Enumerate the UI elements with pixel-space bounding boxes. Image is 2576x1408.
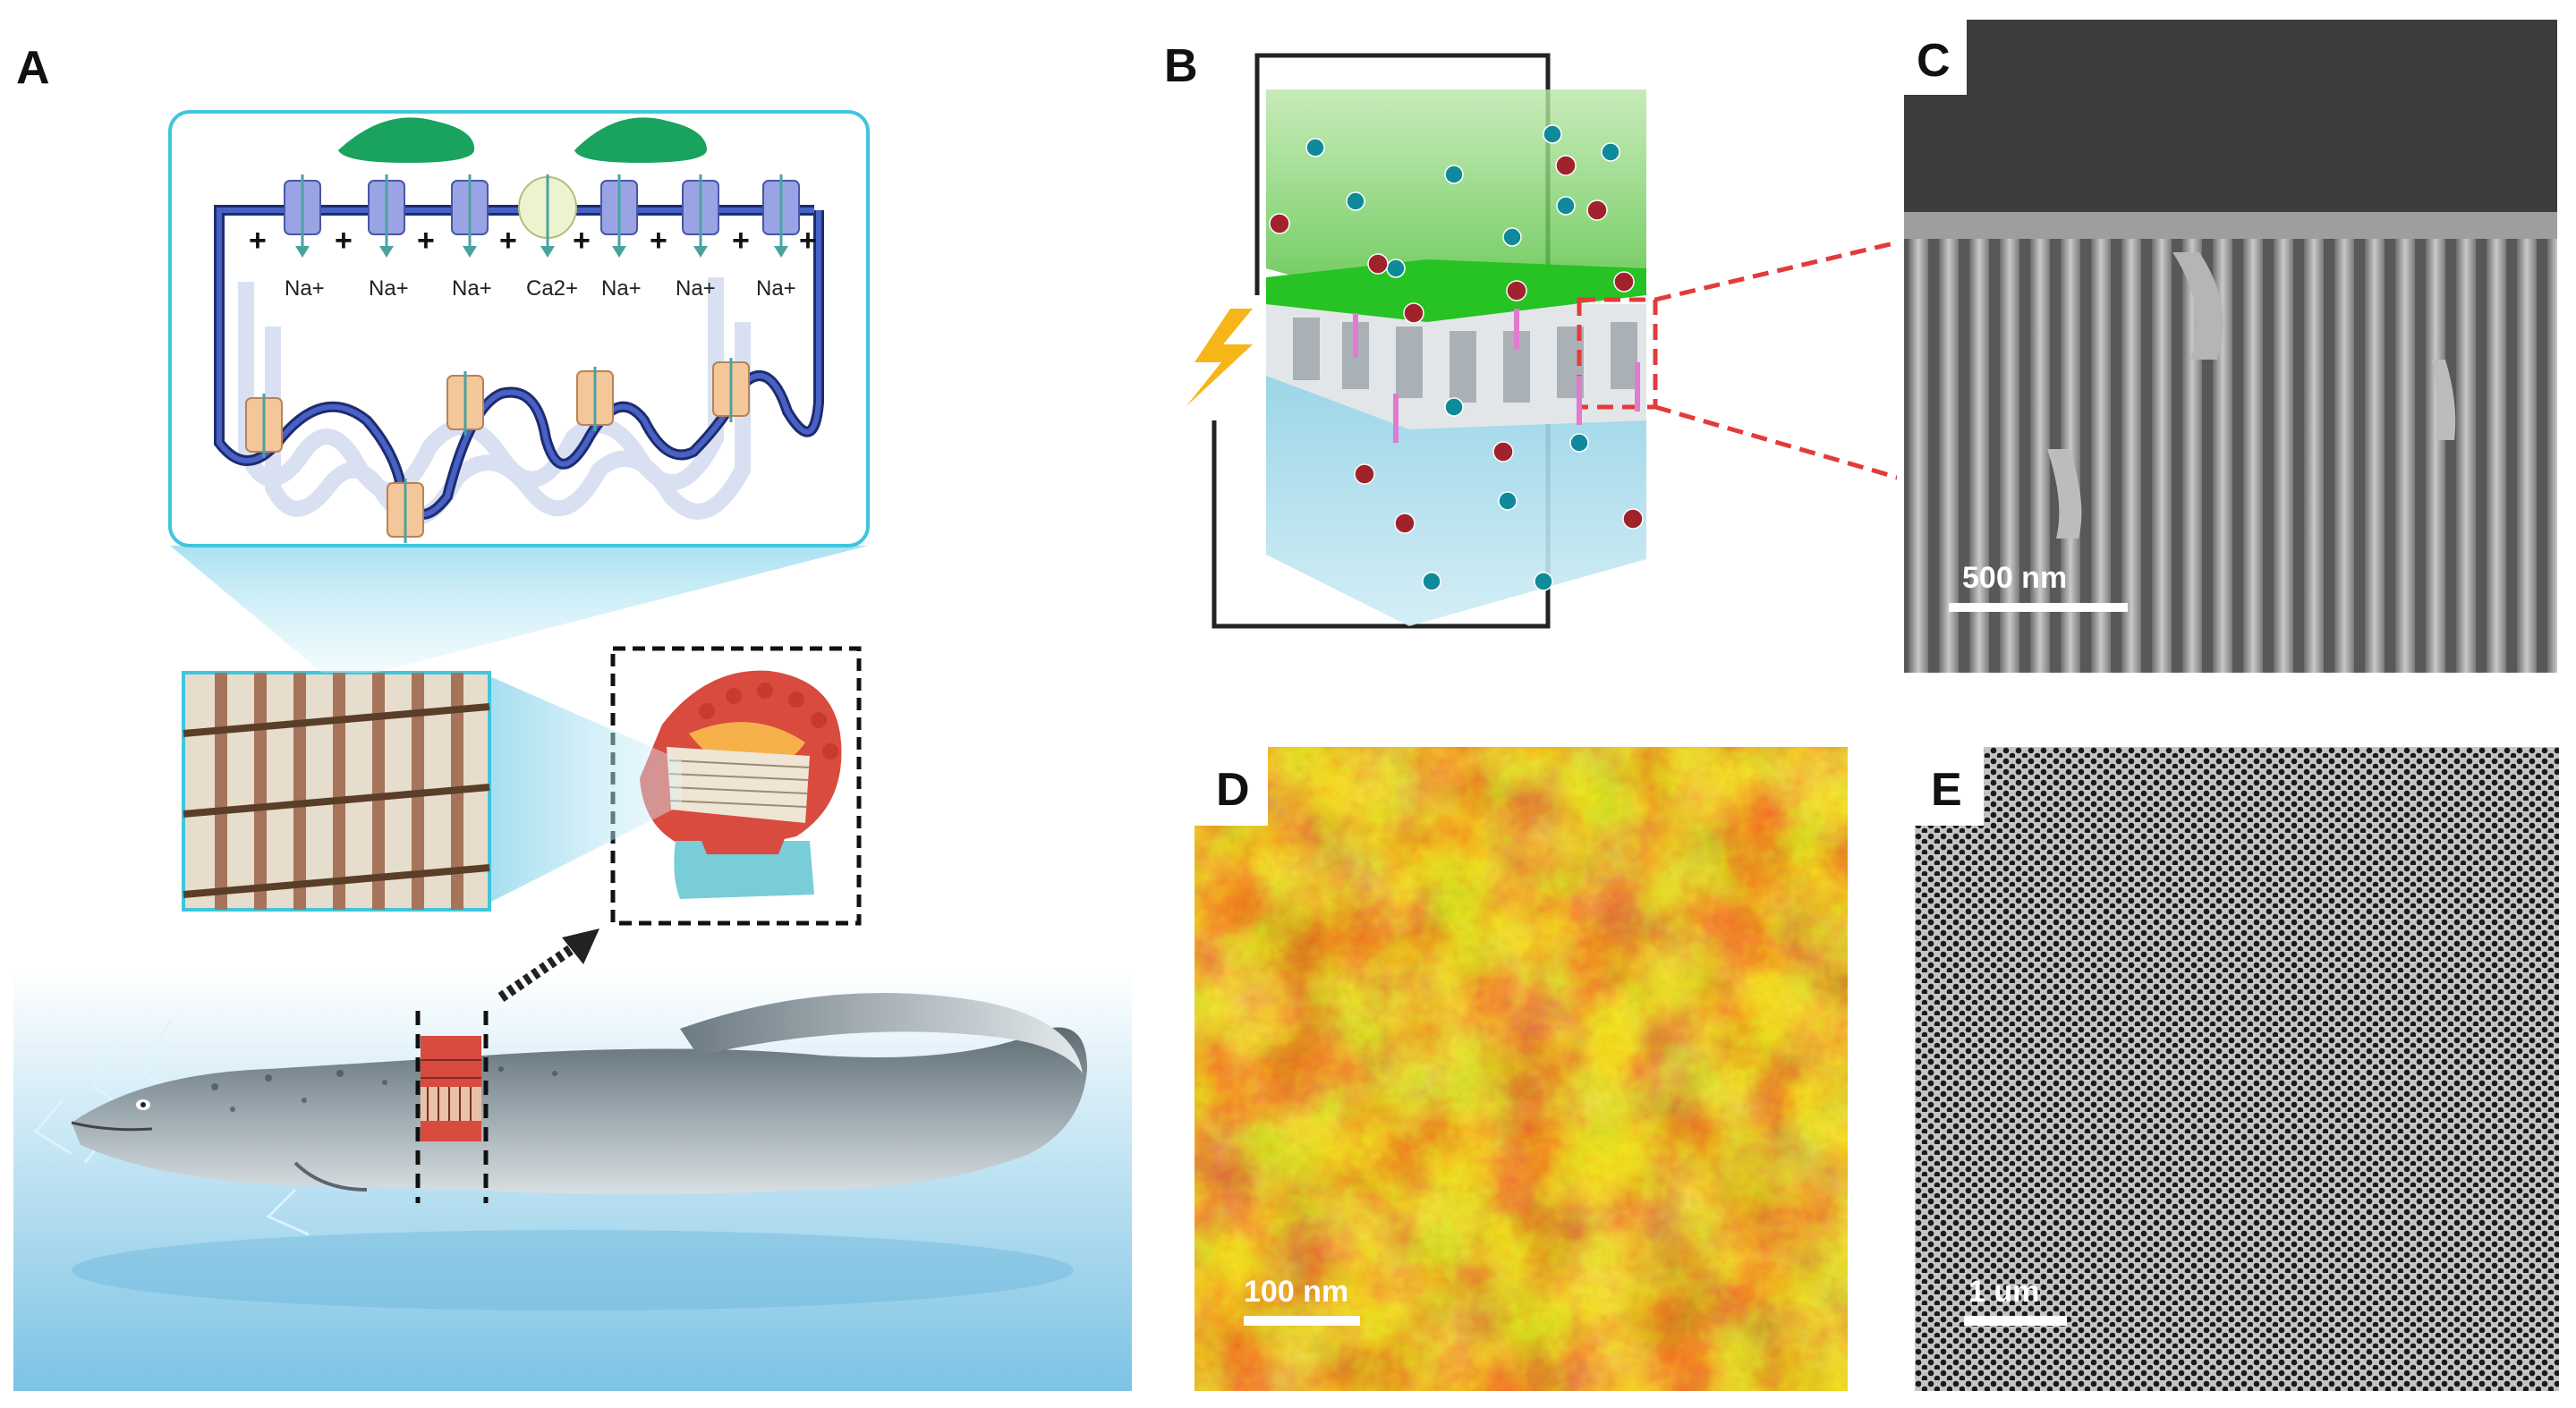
scale-bar-label: 500 nm <box>1962 561 2067 595</box>
svg-text:+: + <box>417 224 435 258</box>
svg-text:+: + <box>573 224 591 258</box>
afm-height-image <box>1194 747 1848 1391</box>
scale-bar-e: 1 um <box>1964 1275 2067 1326</box>
potassium-channels-bottom <box>245 358 750 543</box>
scale-bar-c: 500 nm <box>1949 561 2128 612</box>
panel-c: 500 nm C <box>1904 20 2557 673</box>
electrocyte-stack <box>182 671 491 912</box>
ions <box>1269 124 1644 591</box>
ion-label: Na+ <box>756 276 796 301</box>
zoom-indicator <box>1577 239 1902 481</box>
panel-e-letter: E <box>1915 747 1984 826</box>
panel-b: B <box>1159 0 1902 680</box>
zoom-funnel-large <box>170 546 868 673</box>
nanopore-membrane <box>1266 304 1646 429</box>
ion-label: Na+ <box>369 276 409 301</box>
ion-label: Na+ <box>285 276 325 301</box>
svg-text:+: + <box>650 224 667 258</box>
nerve-terminal-left <box>338 117 475 163</box>
lightning-icon <box>1186 309 1253 407</box>
sodium-channels-top <box>284 174 800 258</box>
panel-a-letter: A <box>16 42 50 94</box>
panel-a-illustration: + + + + + + + + Na+ Na+ Na+ Ca2+ Na+ Na+ Na+ <box>13 110 1132 1391</box>
ion-label: Ca2+ <box>526 276 578 301</box>
ion-label: Na+ <box>601 276 642 301</box>
panel-b-letter: B <box>1164 40 1198 92</box>
graphene-layer <box>1266 259 1646 322</box>
svg-text:+: + <box>799 224 817 258</box>
electric-eel <box>71 993 1087 1203</box>
ion-label: Na+ <box>676 276 716 301</box>
panel-b-illustration <box>1186 53 1902 629</box>
panel-e: 1 um E <box>1915 747 2559 1391</box>
top-electrolyte <box>1266 89 1646 309</box>
ion-flow-arrows <box>1353 309 1640 443</box>
svg-text:+: + <box>499 224 517 258</box>
ion-labels: Na+ Na+ Na+ Ca2+ Na+ Na+ Na+ <box>285 276 796 301</box>
panel-d-letter: D <box>1194 747 1268 826</box>
panel-c-letter: C <box>1904 20 1967 95</box>
scale-bar-label: 100 nm <box>1244 1275 1348 1309</box>
sem-top-view-image <box>1915 747 2559 1391</box>
organ-cross-section <box>640 670 842 899</box>
zoom-funnel-small <box>488 675 682 903</box>
zoom-arrow <box>497 929 599 1002</box>
scale-bar-label: 1 um <box>1968 1275 2039 1309</box>
scale-bar-d: 100 nm <box>1244 1275 1360 1326</box>
panel-a: + + + + + + + + Na+ Na+ Na+ Ca2+ Na+ Na+ Na+ <box>0 0 1154 1404</box>
ion-label: Na+ <box>452 276 492 301</box>
svg-text:+: + <box>335 224 353 258</box>
panel-d: 100 nm D <box>1194 747 1848 1391</box>
sem-cross-section-image <box>1904 20 2557 673</box>
bottom-electrolyte <box>1266 358 1646 626</box>
positive-charges: + + + + + + + + <box>249 224 817 258</box>
nerve-terminal-right <box>574 117 707 163</box>
svg-text:+: + <box>732 224 750 258</box>
svg-text:+: + <box>249 224 267 258</box>
